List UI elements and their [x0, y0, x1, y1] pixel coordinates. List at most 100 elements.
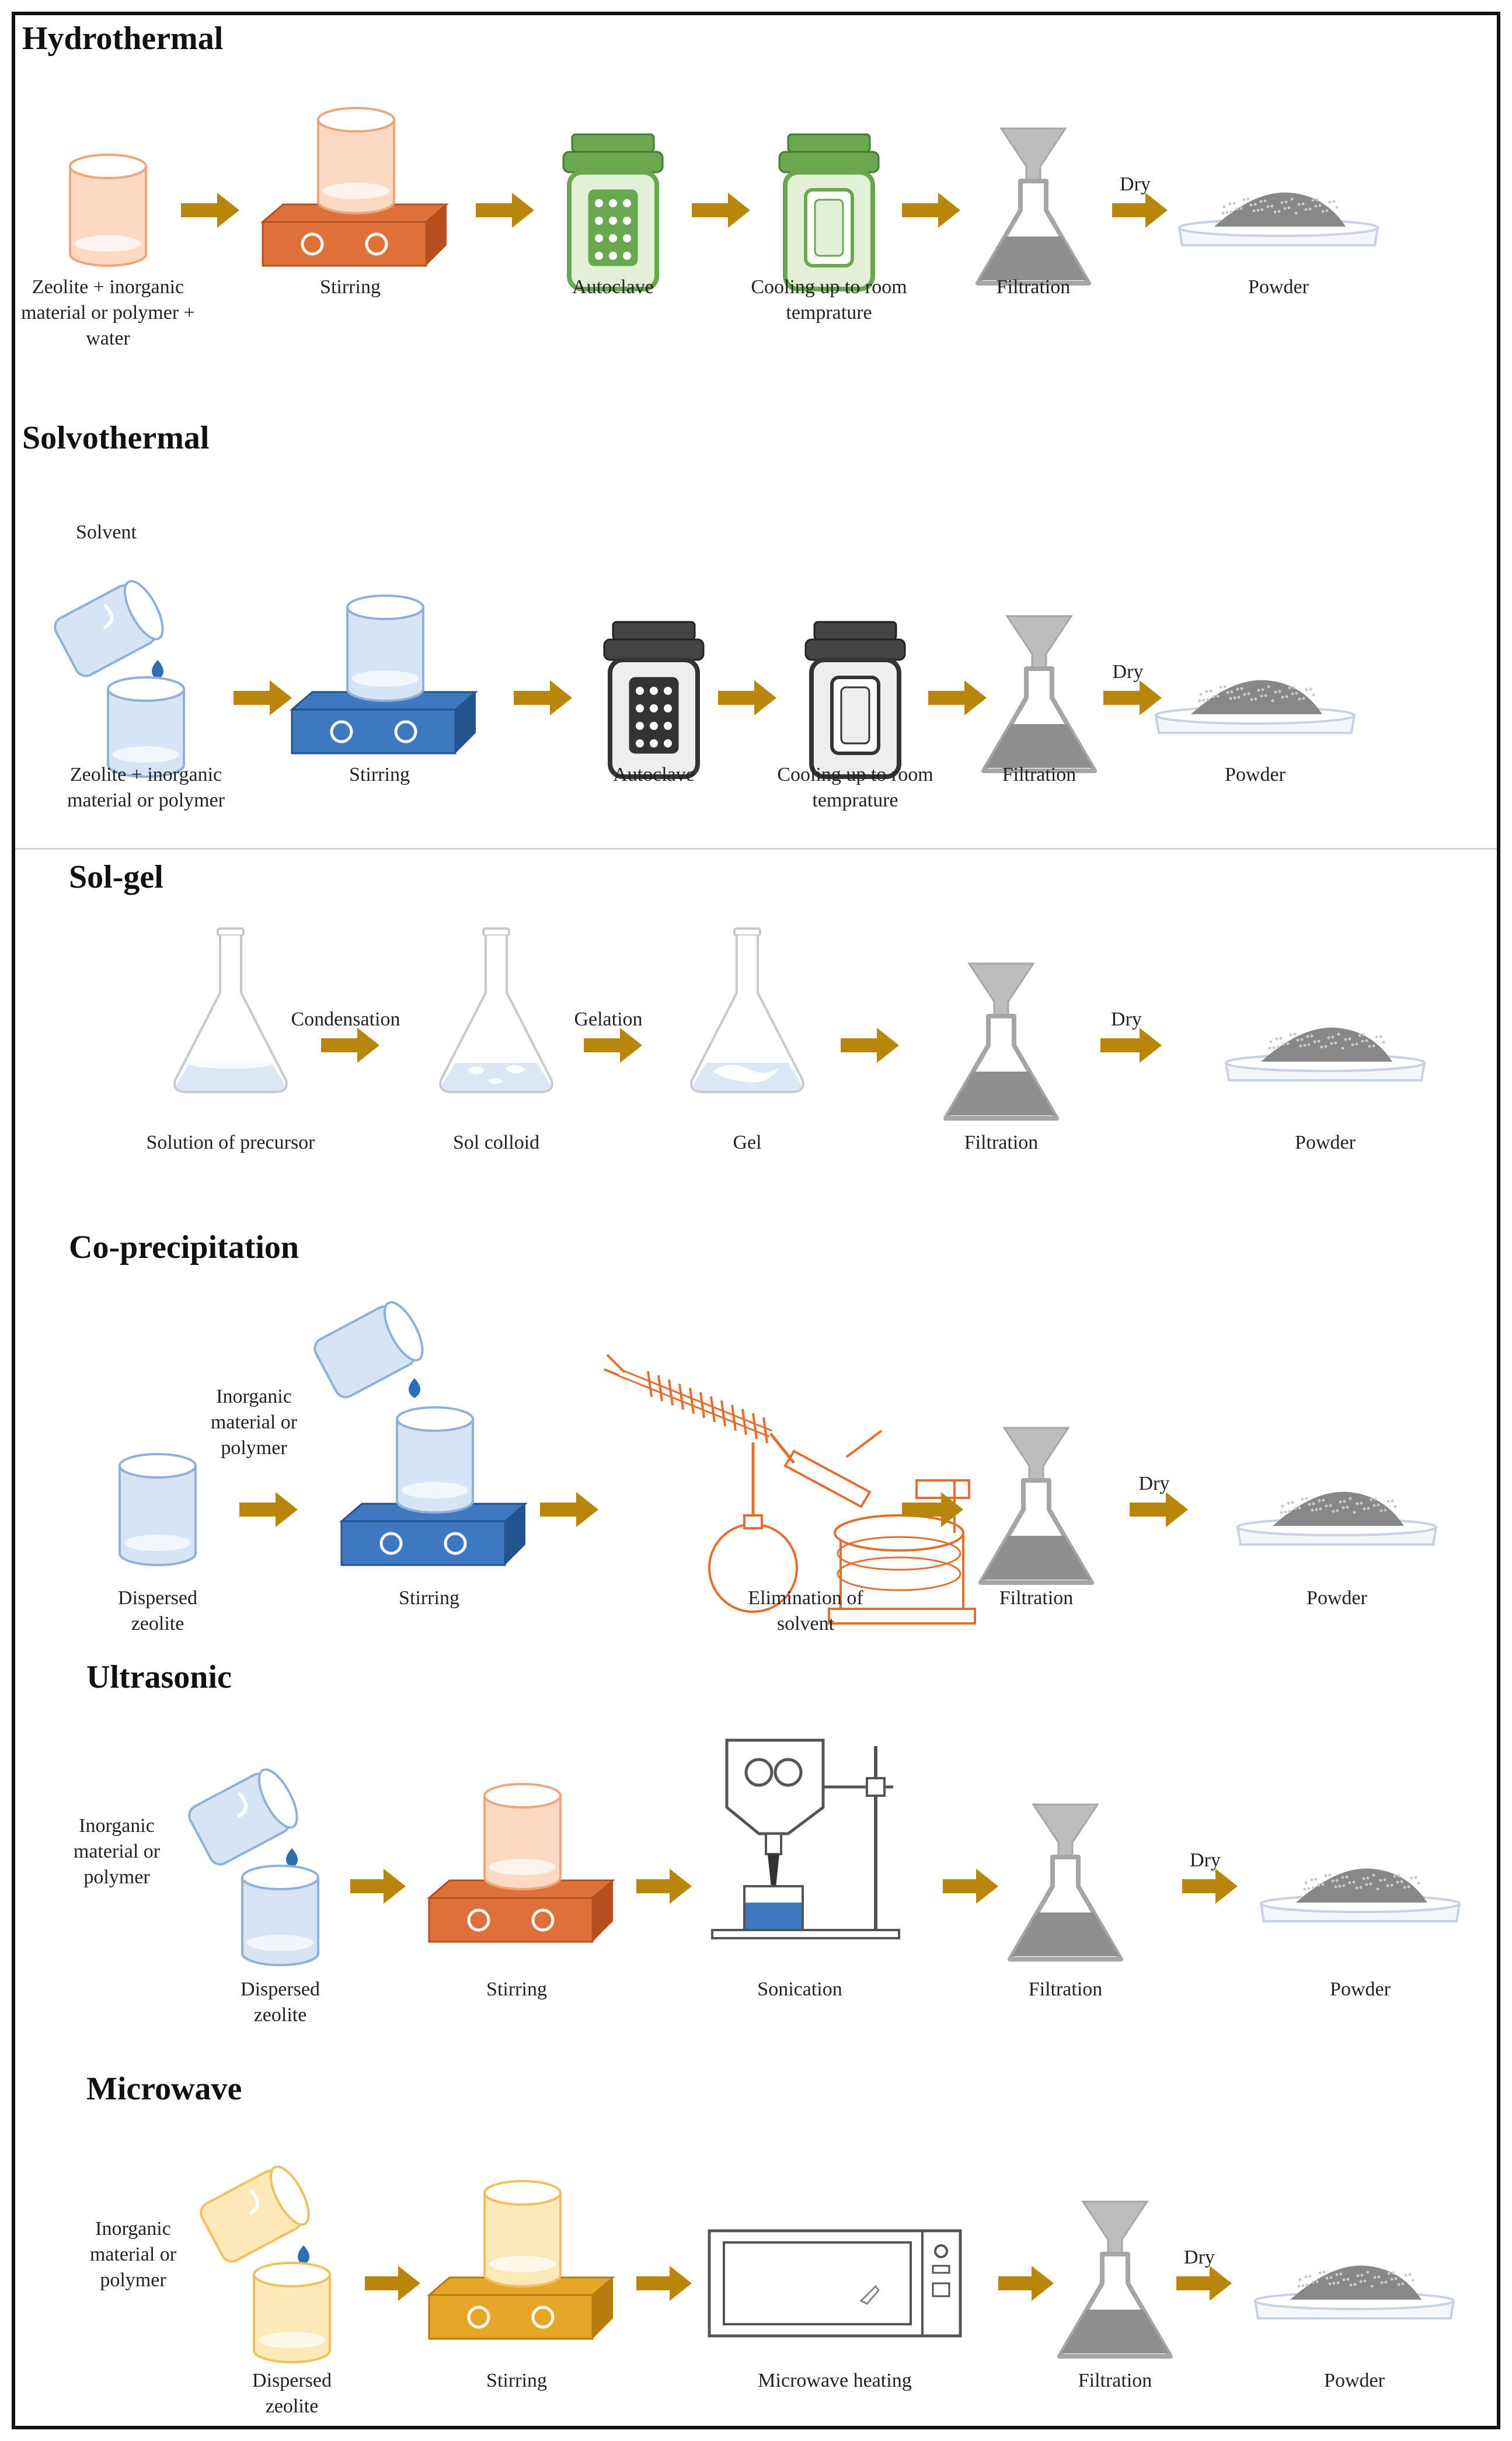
co-precipitation-pour-label: Inorganic material or polymer — [210, 1386, 298, 1459]
microwave-arrow-4 — [1176, 2266, 1232, 2301]
ultrasonic-step-3-label: Sonication — [757, 1978, 842, 2000]
ultrasonic-step-3-sonicator-icon — [711, 1738, 900, 1939]
ultrasonic-arrow-1 — [350, 1869, 406, 1904]
sol-gel-arrow-2 — [584, 1028, 642, 1063]
hydrothermal-step-4-cooling-icon — [778, 133, 880, 291]
solvothermal-step-6-powder-icon — [1154, 680, 1356, 734]
co-precipitation-step-1-beaker-icon — [119, 1453, 197, 1566]
hydrothermal-arrow-1 — [181, 193, 239, 228]
sol-gel-step-3-flask-icon — [690, 927, 804, 1093]
solvothermal-step-3-label: Autoclave — [613, 764, 695, 785]
sol-gel-step-4-filtration-icon — [943, 962, 1059, 1121]
sol-gel-arrow-2-label: Gelation — [574, 1009, 643, 1030]
section-title-hydrothermal: Hydrothermal — [22, 20, 224, 57]
microwave-step-4-label: Filtration — [1078, 2370, 1152, 2391]
solvothermal-step-1-label: Zeolite + inorganic material or polymer — [67, 764, 225, 811]
ultrasonic-step-4-filtration-icon — [1008, 1803, 1123, 1962]
co-precipitation-step-4-label: Filtration — [999, 1587, 1074, 1609]
hydrothermal-step-6-powder-icon — [1177, 192, 1379, 246]
hydrothermal-arrow-4 — [902, 193, 960, 228]
hydrothermal-arrow-3 — [692, 193, 750, 228]
ultrasonic-arrow-4-label: Dry — [1190, 1849, 1221, 1871]
hydrothermal-step-6-label: Powder — [1248, 276, 1309, 298]
co-precipitation-step-3-rotavap-icon — [604, 1354, 976, 1625]
ultrasonic-step-1-label: Dispersed zeolite — [241, 1978, 320, 2026]
microwave-step-2-label: Stirring — [486, 2370, 547, 2391]
solvothermal-step-2-stirrer-icon — [289, 594, 479, 754]
co-precipitation-arrow-4 — [1130, 1492, 1188, 1527]
hydrothermal-step-5-label: Filtration — [996, 276, 1071, 298]
solvothermal-step-4-cooling-icon — [804, 621, 906, 779]
co-precipitation-step-3-label: Elimination of solvent — [748, 1587, 863, 1635]
sol-gel-step-2-flask-icon — [439, 927, 553, 1093]
ultrasonic-step-4-label: Filtration — [1028, 1978, 1103, 2000]
sol-gel-arrow-4-label: Dry — [1111, 1009, 1142, 1030]
co-precipitation-arrow-3 — [902, 1492, 963, 1527]
microwave-step-3-label: Microwave heating — [758, 2370, 912, 2391]
sol-gel-step-4-label: Filtration — [964, 1132, 1039, 1153]
ultrasonic-pour-label: Inorganic material or polymer — [73, 1815, 161, 1888]
co-precipitation-arrow-2 — [540, 1492, 598, 1527]
section-title-ultrasonic: Ultrasonic — [86, 1659, 232, 1695]
hydrothermal-step-1-beaker-icon — [69, 154, 147, 267]
microwave-step-2-stirrer-icon — [426, 2180, 616, 2340]
ultrasonic-arrow-3 — [943, 1869, 998, 1904]
hydrothermal-step-2-stirrer-icon — [260, 107, 450, 267]
solvothermal-arrow-5-label: Dry — [1112, 661, 1144, 683]
section-title-microwave: Microwave — [86, 2071, 242, 2107]
sol-gel-step-3-label: Gel — [733, 1132, 762, 1153]
microwave-step-3-microwave-icon — [708, 2229, 962, 2338]
co-precipitation-arrow-4-label: Dry — [1138, 1473, 1170, 1494]
section-divider — [15, 848, 1497, 850]
solvothermal-step-4-label: Cooling up to room temprature — [777, 764, 933, 811]
solvothermal-step-2-label: Stirring — [349, 764, 410, 785]
ultrasonic-arrow-2 — [636, 1869, 692, 1904]
sol-gel-step-5-label: Powder — [1295, 1132, 1356, 1153]
sol-gel-arrow-1 — [321, 1028, 379, 1063]
solvothermal-pre-label: Solvent — [76, 521, 137, 543]
hydrothermal-step-4-label: Cooling up to room temprature — [751, 276, 907, 324]
ultrasonic-step-2-label: Stirring — [486, 1978, 547, 2000]
co-precipitation-step-1-label: Dispersed zeolite — [118, 1587, 197, 1635]
microwave-arrow-1 — [365, 2266, 420, 2301]
sol-gel-step-1-flask-icon — [173, 927, 288, 1093]
solvothermal-step-5-label: Filtration — [1002, 764, 1076, 785]
co-precipitation-step-2-label: Stirring — [399, 1587, 459, 1609]
ultrasonic-step-2-stirrer-icon — [426, 1783, 616, 1943]
sol-gel-step-5-powder-icon — [1224, 1027, 1426, 1082]
section-title-sol-gel: Sol-gel — [69, 859, 163, 895]
solvothermal-arrow-4 — [928, 680, 987, 715]
microwave-step-5-powder-icon — [1253, 2265, 1455, 2320]
section-title-solvothermal: Solvothermal — [22, 420, 210, 456]
solvothermal-step-5-filtration-icon — [981, 615, 1097, 773]
microwave-step-1-pour-icon — [200, 2165, 331, 2363]
diagram-frame — [12, 12, 1500, 2429]
co-precipitation-step-5-label: Powder — [1307, 1587, 1367, 1609]
solvothermal-step-3-autoclave-icon — [603, 621, 705, 779]
hydrothermal-step-2-label: Stirring — [320, 276, 381, 298]
ultrasonic-arrow-4 — [1182, 1869, 1238, 1904]
solvothermal-arrow-5 — [1103, 680, 1162, 715]
co-precipitation-arrow-1 — [239, 1492, 298, 1527]
microwave-step-1-label: Dispersed zeolite — [252, 2370, 332, 2417]
hydrothermal-arrow-2 — [476, 193, 534, 228]
ultrasonic-step-5-label: Powder — [1330, 1978, 1391, 2000]
sol-gel-step-1-label: Solution of precursor — [146, 1132, 315, 1153]
solvothermal-step-6-label: Powder — [1225, 764, 1285, 785]
solvothermal-arrow-2 — [514, 680, 572, 715]
co-precipitation-step-4-filtration-icon — [978, 1427, 1094, 1585]
microwave-arrow-2 — [636, 2266, 692, 2301]
microwave-step-5-label: Powder — [1324, 2370, 1385, 2391]
section-title-co-precipitation: Co-precipitation — [69, 1229, 299, 1265]
ultrasonic-step-1-pour-icon — [188, 1768, 319, 1966]
sol-gel-arrow-4 — [1100, 1028, 1162, 1063]
sol-gel-arrow-1-label: Condensation — [291, 1009, 400, 1030]
co-precipitation-step-2-stirrer-pour-icon — [313, 1301, 528, 1566]
hydrothermal-step-3-autoclave-icon — [562, 133, 664, 291]
sol-gel-step-2-label: Sol colloid — [452, 1132, 540, 1153]
microwave-pour-label: Inorganic material or polymer — [89, 2218, 177, 2291]
solvothermal-step-1-pour-icon — [54, 580, 185, 778]
hydrothermal-arrow-5-label: Dry — [1120, 173, 1151, 195]
